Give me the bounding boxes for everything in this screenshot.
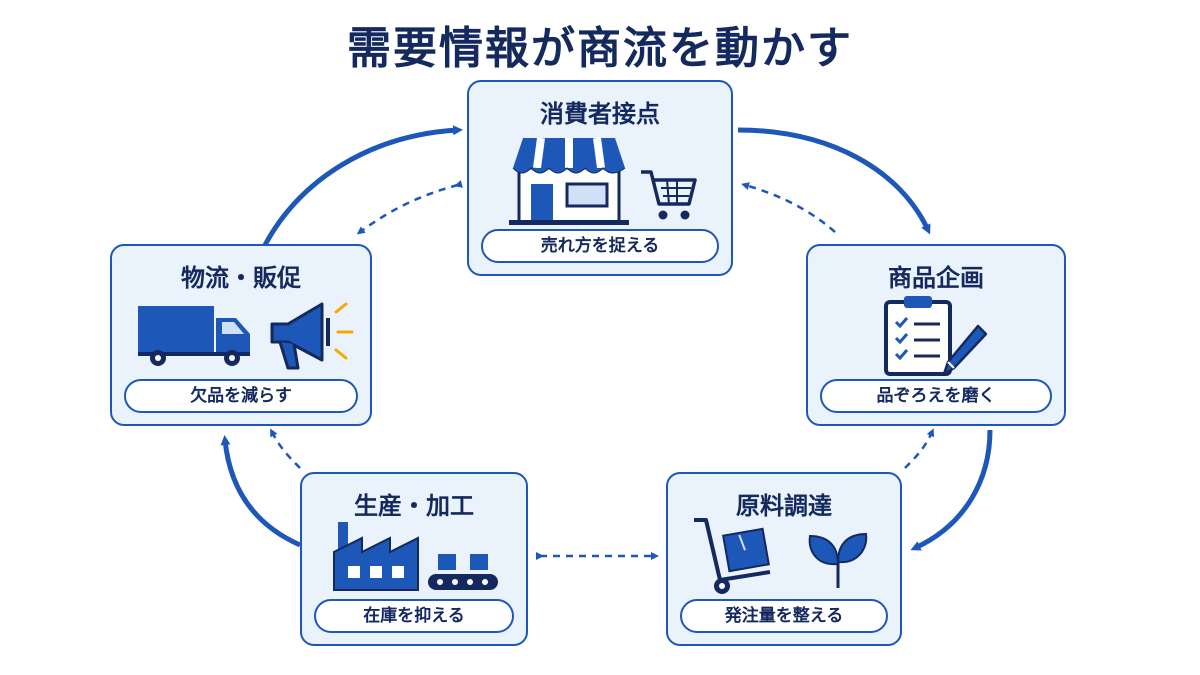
node-title: 原料調達	[736, 492, 832, 520]
pen-icon	[942, 324, 988, 376]
dashed-consumer-logistics	[356, 180, 463, 235]
node-title: 消費者接点	[540, 100, 660, 128]
arrow-planning-to-procurement	[910, 429, 993, 551]
hand-truck-icon	[694, 518, 771, 594]
dashed-planning-consumer	[741, 182, 836, 233]
arrow-logistics-to-consumer	[262, 125, 463, 247]
node-label: 売れ方を捉える	[481, 229, 719, 263]
clipboard-checklist-icon	[884, 296, 952, 376]
node-consumer: 消費者接点 売れ方を捉える	[467, 80, 733, 276]
factory-icon	[333, 522, 419, 591]
node-procurement: 原料調達 発注量を整える	[666, 472, 902, 646]
diagram-title: 需要情報が商流を動かす	[347, 23, 853, 74]
node-logistics: 物流・販促 欠品を減らす	[110, 244, 372, 426]
leaf-icon	[808, 532, 868, 588]
node-title: 生産・加工	[354, 492, 474, 520]
arrow-production-to-logistics	[220, 435, 302, 548]
dashed-procurement-planning	[904, 428, 935, 469]
dashed-production-logistics	[270, 428, 301, 469]
node-planning: 商品企画 品ぞろえを磨く	[806, 244, 1066, 426]
node-title: 商品企画	[888, 264, 984, 292]
node-label: 発注量を整える	[680, 599, 888, 633]
conveyor-icon	[428, 554, 498, 590]
storefront-icon	[509, 137, 629, 225]
shopping-cart-icon	[641, 170, 697, 220]
node-label: 欠品を減らす	[124, 379, 358, 413]
arrow-consumer-to-planning	[737, 127, 931, 235]
node-title: 物流・販促	[181, 264, 301, 292]
node-production: 生産・加工 在庫を抑える	[300, 472, 528, 646]
node-label: 品ぞろえを磨く	[820, 379, 1052, 413]
delivery-truck-icon	[138, 306, 250, 366]
node-label: 在庫を抑える	[314, 599, 514, 633]
megaphone-icon	[270, 302, 354, 370]
